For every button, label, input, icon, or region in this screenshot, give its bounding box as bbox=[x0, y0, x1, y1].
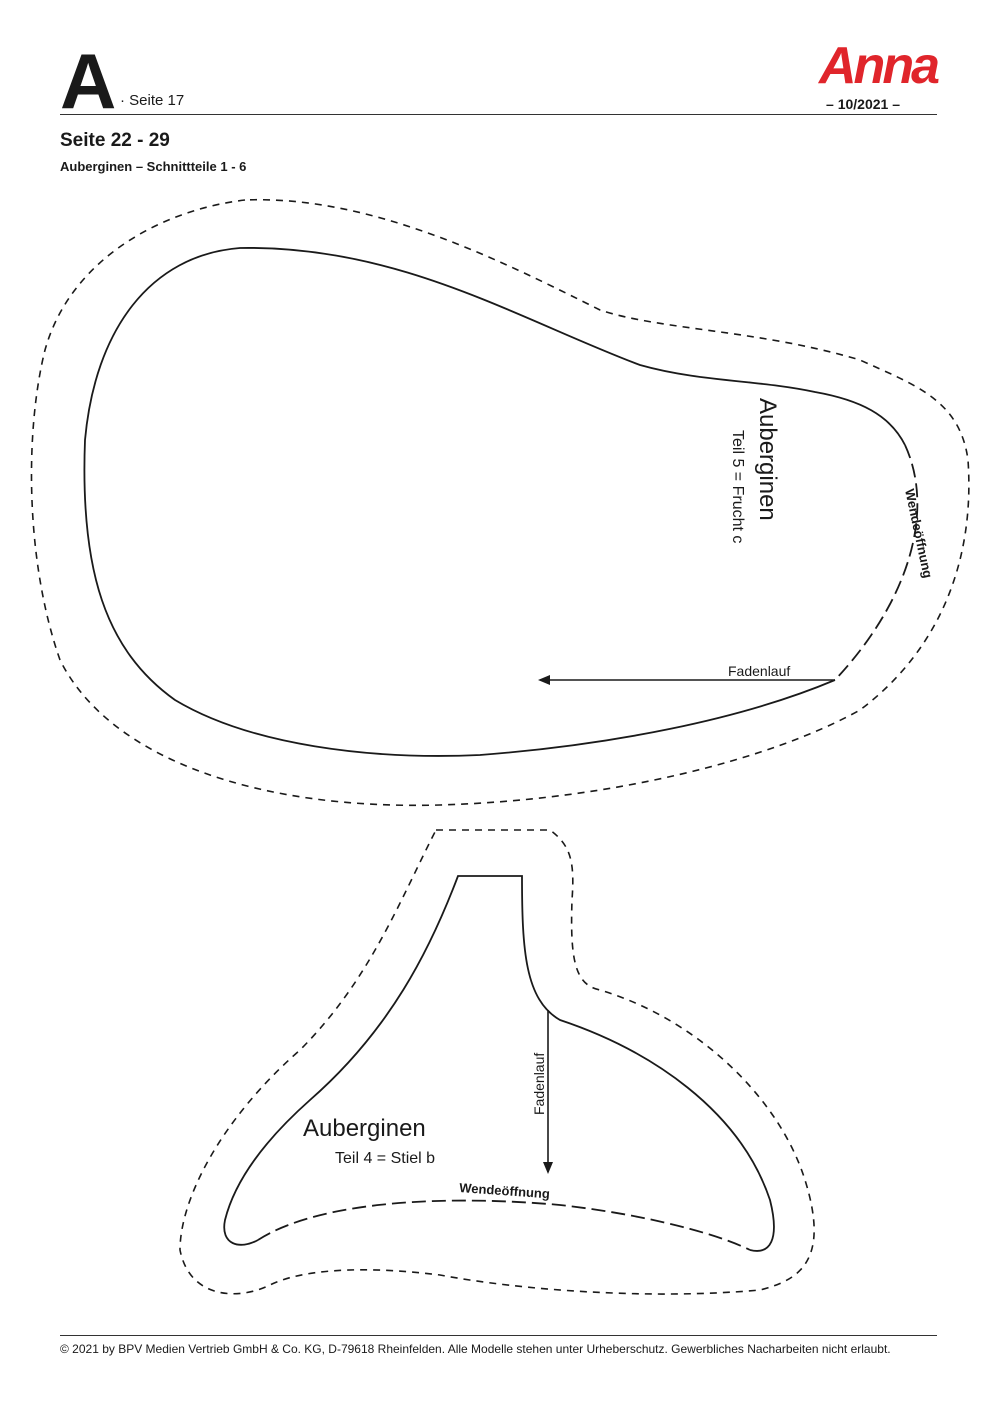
opening-label: Wendeöffnung bbox=[459, 1180, 551, 1201]
seam-allowance-outline bbox=[179, 829, 815, 1295]
piece-name: Auberginen bbox=[303, 1115, 426, 1142]
pattern-piece-frucht: Fadenlauf Auberginen Teil 5 = Frucht c W… bbox=[30, 198, 970, 807]
copyright-notice: © 2021 by BPV Medien Vertrieb GmbH & Co.… bbox=[60, 1342, 891, 1356]
pattern-piece-stiel: Fadenlauf Auberginen Teil 4 = Stiel b We… bbox=[179, 829, 815, 1295]
seam-allowance-outline bbox=[30, 198, 970, 807]
header-divider bbox=[60, 114, 937, 115]
page-reference: · Seite 17 bbox=[120, 92, 185, 109]
cut-line-outline bbox=[223, 875, 775, 1252]
piece-part: Teil 5 = Frucht c bbox=[729, 430, 746, 543]
opening-stitch-line bbox=[257, 1199, 751, 1251]
brand-logo: Anna bbox=[819, 37, 940, 95]
piece-part: Teil 4 = Stiel b bbox=[335, 1150, 435, 1167]
grainline-label: Fadenlauf bbox=[531, 1053, 547, 1115]
footer-divider bbox=[60, 1335, 937, 1336]
page-subtitle: Auberginen – Schnittteile 1 - 6 bbox=[60, 159, 247, 174]
section-letter: A bbox=[60, 37, 116, 125]
page-title: Seite 22 - 29 bbox=[60, 130, 170, 151]
piece-name: Auberginen bbox=[754, 398, 781, 521]
opening-stitch-line bbox=[834, 444, 919, 681]
issue-number: – 10/2021 – bbox=[826, 96, 900, 112]
cut-line-outline bbox=[83, 247, 906, 757]
grainline-label: Fadenlauf bbox=[728, 663, 790, 679]
